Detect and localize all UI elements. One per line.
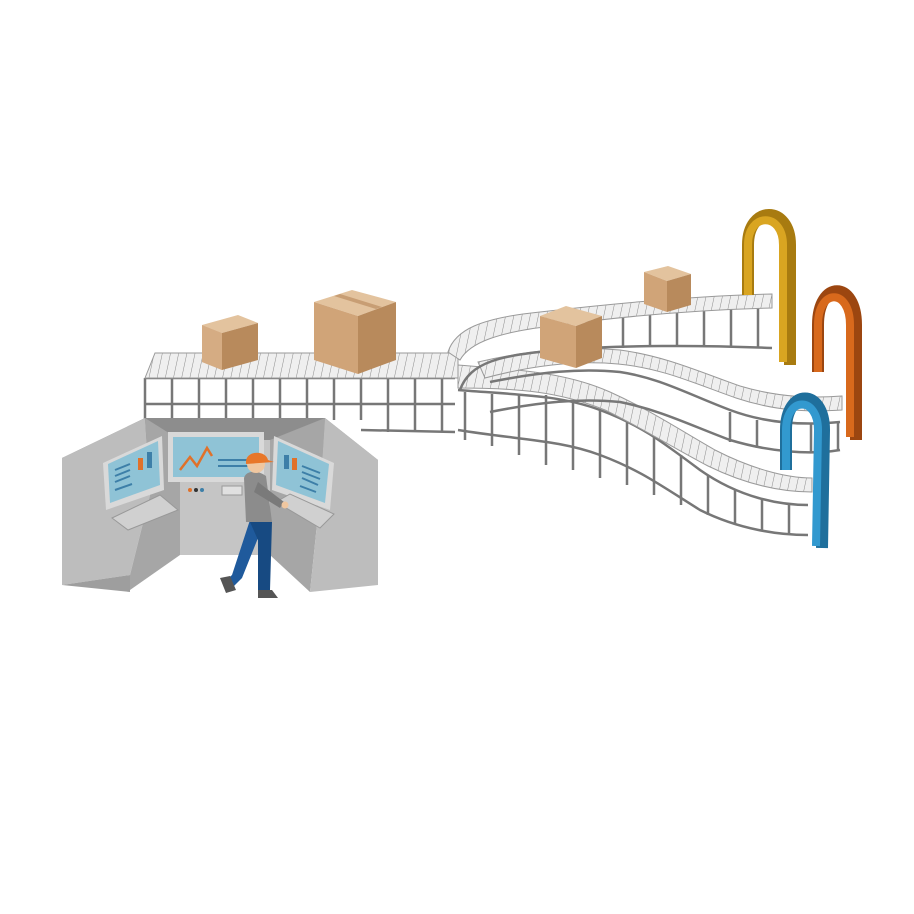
box-small-left: [202, 315, 258, 370]
upper-belt-surface: [447, 293, 773, 361]
entry-belt-surface: [144, 352, 459, 379]
hard-hat-icon: [246, 452, 274, 464]
worker-hand: [281, 501, 289, 509]
lower-belt-surface: [457, 364, 813, 493]
orange-arch: [812, 285, 862, 440]
middle-belt-surface: [477, 348, 843, 412]
boxes: [202, 266, 691, 374]
worker-shoe-front: [258, 590, 278, 598]
right-monitor: [272, 436, 335, 529]
lower-belt: [457, 364, 813, 537]
worker-leg-front: [250, 522, 272, 592]
left-keyboard: [111, 494, 179, 531]
line-chart-icon: [179, 445, 214, 471]
list-chart-icon: [299, 465, 321, 493]
worker: [220, 452, 289, 598]
worker-shoe-back: [220, 576, 236, 593]
box-far: [644, 266, 691, 312]
console-indicators: [188, 488, 204, 492]
list-chart-icon: [114, 463, 133, 491]
left-monitor: [103, 436, 179, 531]
worker-shirt: [244, 471, 272, 522]
worker-arm: [254, 482, 284, 508]
console-button: [221, 485, 243, 496]
control-console: [62, 418, 378, 592]
conveyor-system: [143, 293, 843, 537]
worker-leg-back: [224, 520, 262, 588]
sorting-arches: [742, 209, 862, 549]
console-left-base: [62, 575, 130, 592]
box-middle: [540, 306, 602, 368]
blue-arch: [780, 392, 831, 549]
gold-arch: [742, 209, 796, 365]
right-keyboard: [275, 493, 335, 529]
box-large: [314, 290, 396, 374]
